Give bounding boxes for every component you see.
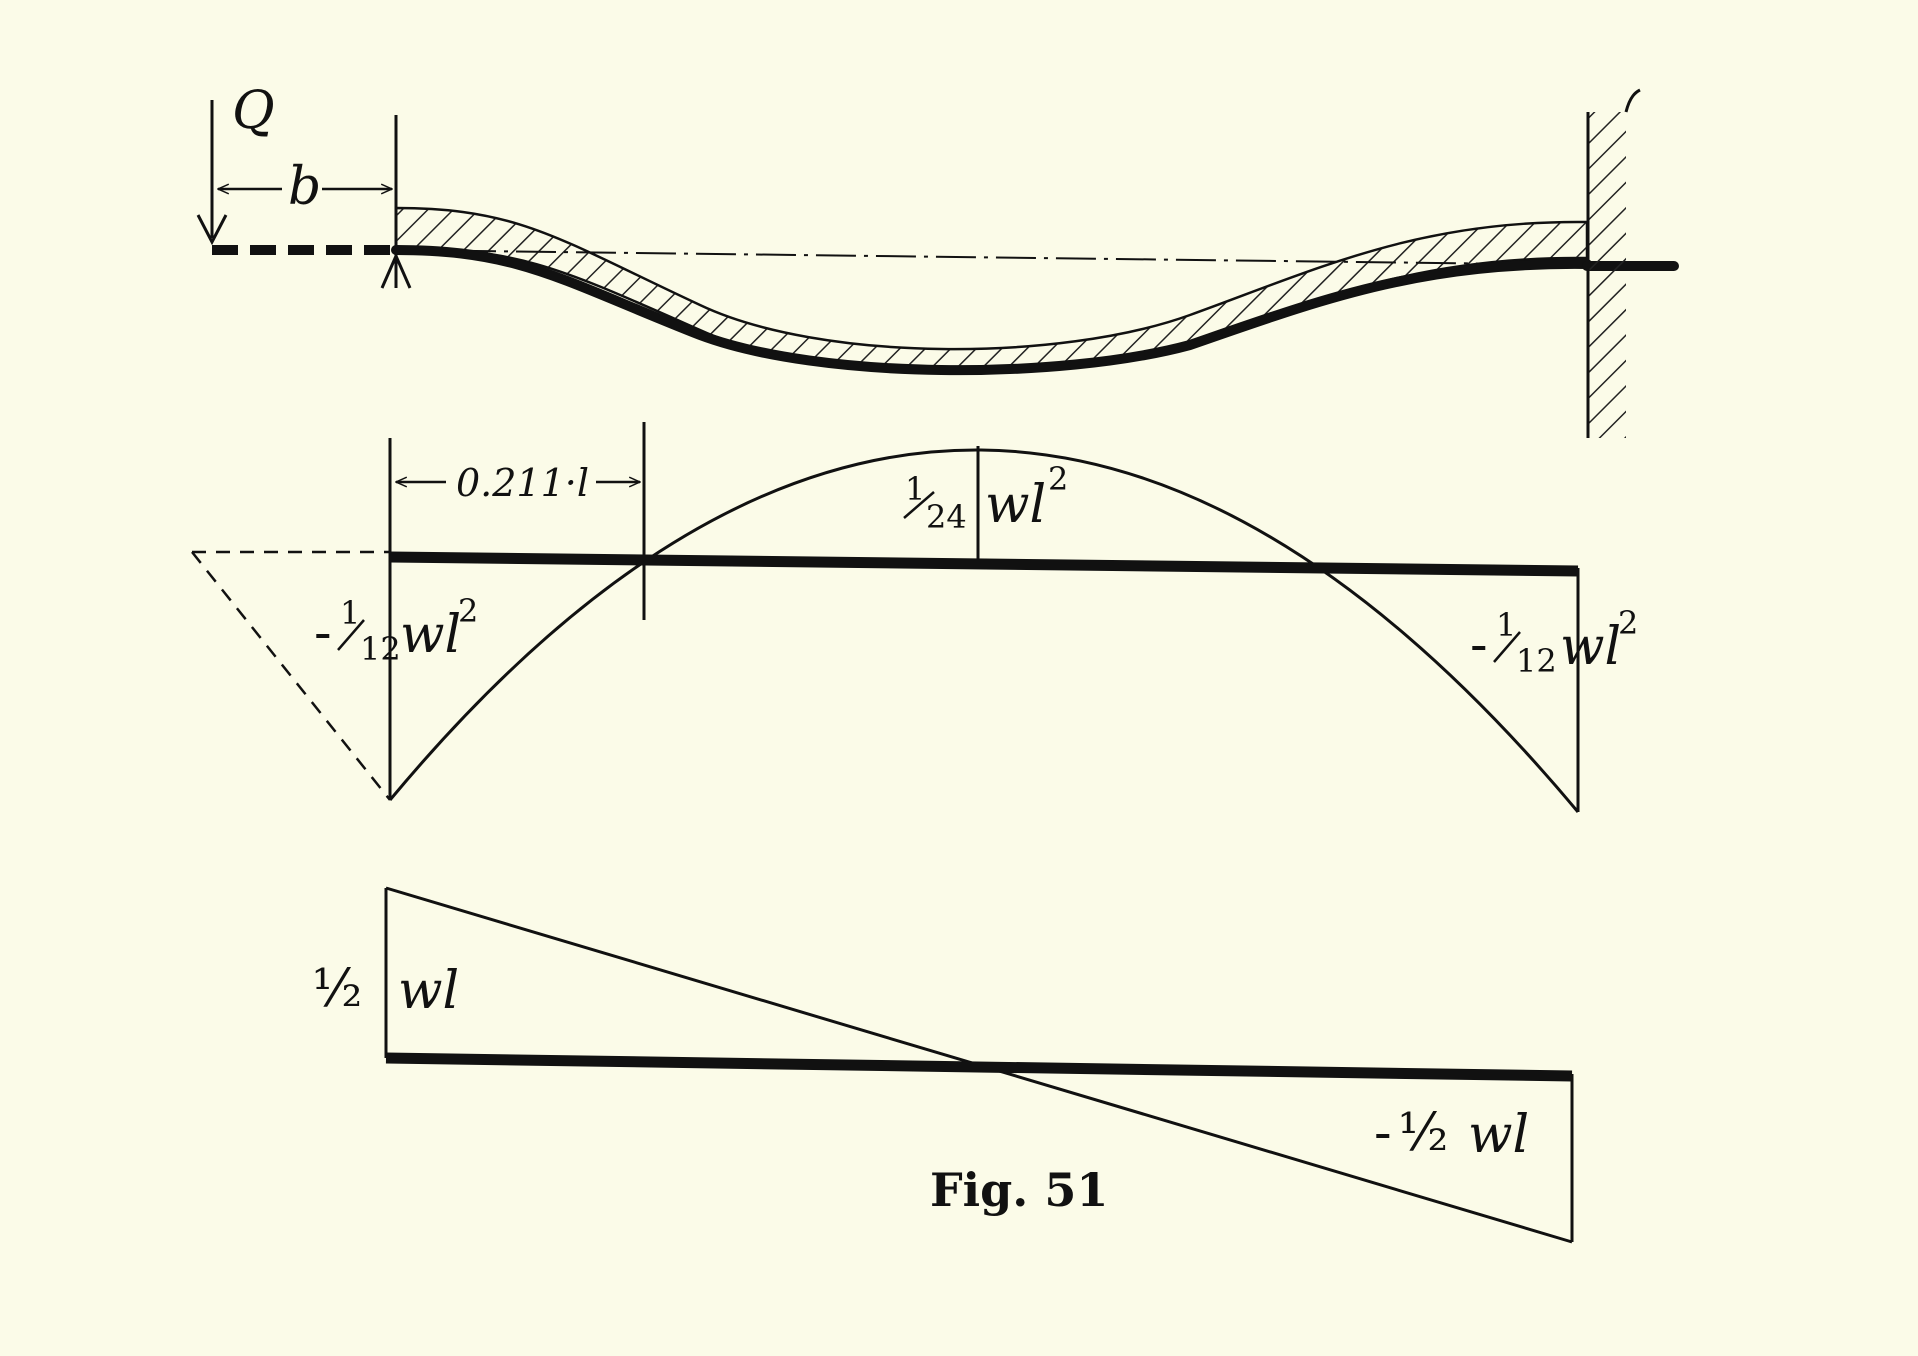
beam-elevation: Q b <box>196 81 1679 438</box>
svg-text:wl: wl <box>400 605 461 665</box>
svg-text:-: - <box>314 603 332 663</box>
moment-diagram: 0.211·l 1 24 wl 2 - 1 12 wl 2 - 1 12 wl … <box>191 422 1638 813</box>
svg-text:wl: wl <box>1560 617 1621 677</box>
load-arrow-head <box>196 214 228 246</box>
svg-text:24: 24 <box>926 498 967 536</box>
svg-text:2: 2 <box>458 592 478 630</box>
moment-parabola <box>388 448 1580 813</box>
contraflexure-label: 0.211·l <box>456 461 589 505</box>
svg-text:2: 2 <box>1618 604 1638 642</box>
load-label: Q <box>232 81 275 141</box>
svg-text:-: - <box>1470 615 1488 675</box>
moment-baseline <box>389 551 1579 577</box>
overhang-label: b <box>288 157 321 217</box>
svg-text:wl: wl <box>985 475 1046 535</box>
shear-baseline <box>385 1052 1573 1082</box>
right-moment-label: - 1 12 wl 2 <box>1470 604 1638 680</box>
load-band <box>394 206 1589 375</box>
svg-text:1: 1 <box>1496 606 1516 644</box>
midspan-moment-label: 1 24 wl 2 <box>903 460 1068 536</box>
svg-text:1: 1 <box>340 594 360 632</box>
shear-diagram: ½ wl - ½ wl <box>312 886 1574 1244</box>
left-moment-label: - 1 12 wl 2 <box>314 592 478 668</box>
overhang-moment-diagonal <box>191 551 391 801</box>
svg-text:½: ½ <box>312 959 362 1019</box>
svg-text:12: 12 <box>360 630 401 668</box>
svg-text:wl: wl <box>1468 1105 1529 1165</box>
svg-text:wl: wl <box>398 961 459 1021</box>
svg-text:½: ½ <box>1398 1103 1448 1163</box>
svg-text:-: - <box>1374 1103 1392 1163</box>
svg-text:2: 2 <box>1048 460 1068 498</box>
chord-line <box>395 249 1601 266</box>
elastic-curve <box>391 245 1592 376</box>
svg-text:1: 1 <box>905 470 925 508</box>
shear-right-label: - ½ wl <box>1374 1103 1529 1165</box>
figure-caption: Fig. 51 <box>930 1163 1108 1217</box>
support-mark <box>380 252 412 289</box>
shear-left-label: ½ wl <box>312 959 459 1021</box>
fixed-wall <box>1588 112 1626 438</box>
svg-text:12: 12 <box>1516 642 1557 680</box>
